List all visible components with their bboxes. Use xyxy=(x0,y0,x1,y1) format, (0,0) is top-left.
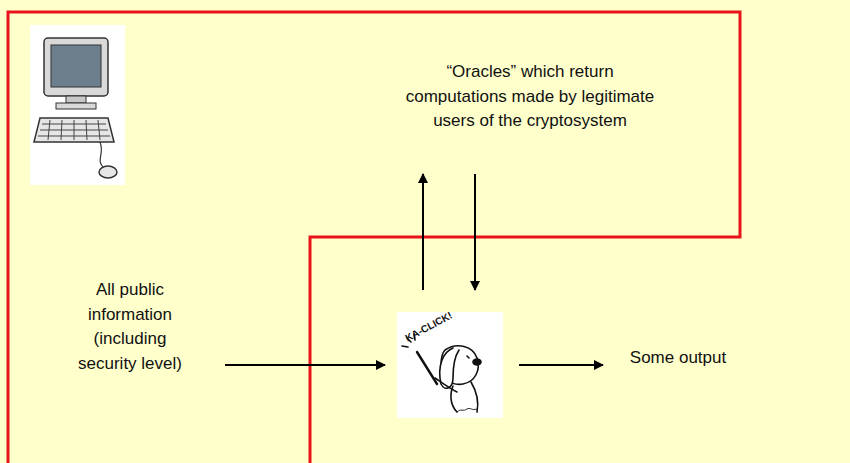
adversary-picture: KA-CLICK! xyxy=(397,312,503,418)
region-outline xyxy=(8,12,740,463)
arrow-connector xyxy=(474,174,476,290)
arrow-connector xyxy=(422,174,424,290)
arrow-connector xyxy=(519,364,603,366)
arrow-connector xyxy=(225,364,385,366)
node-text: “Oracles” which return computations made… xyxy=(395,60,665,134)
node-text: All public information (including securi… xyxy=(65,278,195,377)
node-text: Some output xyxy=(613,346,743,371)
public-info-node: All public information (including securi… xyxy=(65,278,195,377)
output-node: Some output xyxy=(613,346,743,371)
computer-icon xyxy=(30,25,125,185)
adversary-dog-illustration xyxy=(397,312,503,418)
oracle-text-node: “Oracles” which return computations made… xyxy=(395,60,665,134)
sound-effect-text: KA-CLICK! xyxy=(404,310,454,343)
